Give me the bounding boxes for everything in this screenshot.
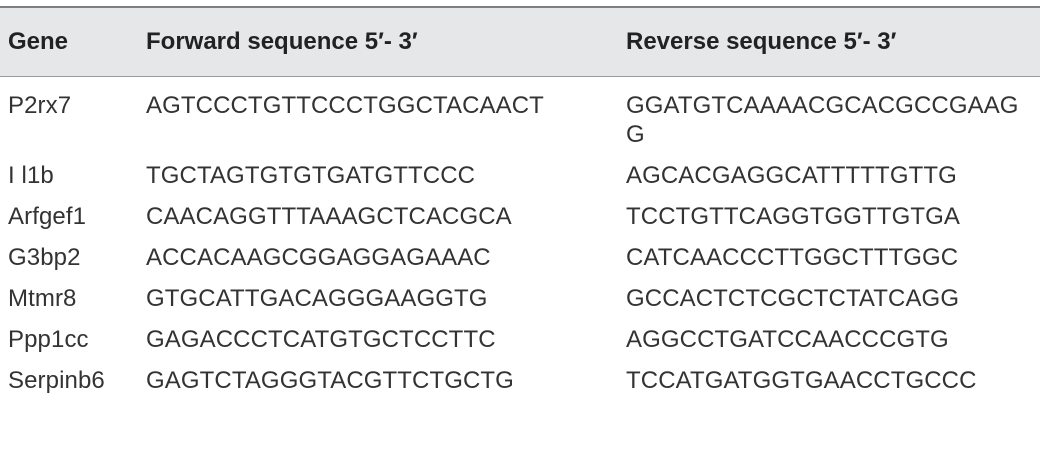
- reverse-cell: CATCAACCCTTGGCTTTGGC: [626, 244, 959, 271]
- forward-cell: CAACAGGTTTAAAGCTCACGCA: [146, 203, 512, 230]
- table-row: Mtmr8 GTGCATTGACAGGGAAGGTG GCCACTCTCGCTC…: [0, 278, 1040, 319]
- forward-cell: GAGACCCTCATGTGCTCCTTC: [146, 326, 496, 353]
- header-gene: Gene: [0, 7, 140, 77]
- gene-cell: Arfgef1: [8, 203, 87, 230]
- gene-cell: Serpinb6: [8, 367, 105, 394]
- table-row: G3bp2 ACCACAAGCGGAGGAGAAAC CATCAACCCTTGG…: [0, 237, 1040, 278]
- reverse-cell: GCCACTCTCGCTCTATCAGG: [626, 285, 960, 312]
- header-forward-sequence: Forward sequence 5′- 3′: [140, 7, 620, 77]
- table-row: Serpinb6 GAGTCTAGGGTACGTTCTGCTG TCCATGAT…: [0, 360, 1040, 401]
- table-row: Ppp1cc GAGACCCTCATGTGCTCCTTC AGGCCTGATCC…: [0, 319, 1040, 360]
- table-body: P2rx7 AGTCCCTGTTCCCTGGCTACAACT GGATGTCAA…: [0, 77, 1040, 402]
- gene-cell: Ppp1cc: [8, 326, 89, 353]
- primer-table: Gene Forward sequence 5′- 3′ Reverse seq…: [0, 6, 1040, 401]
- forward-cell: ACCACAAGCGGAGGAGAAAC: [146, 244, 491, 271]
- reverse-cell: GGATGTCAAAACGCACGCCGAAGG: [626, 92, 1019, 148]
- forward-cell: GTGCATTGACAGGGAAGGTG: [146, 285, 488, 312]
- gene-cell: Mtmr8: [8, 285, 77, 312]
- table-row: P2rx7 AGTCCCTGTTCCCTGGCTACAACT GGATGTCAA…: [0, 77, 1040, 156]
- reverse-cell: AGGCCTGATCCAACCCGTG: [626, 326, 949, 353]
- table-row: I l1b TGCTAGTGTGTGATGTTCCC AGCACGAGGCATT…: [0, 155, 1040, 196]
- reverse-cell: TCCATGATGGTGAACCTGCCC: [626, 367, 977, 394]
- header-reverse-sequence: Reverse sequence 5′- 3′: [620, 7, 1040, 77]
- gene-cell: I l1b: [8, 162, 54, 189]
- reverse-cell: AGCACGAGGCATTTTTGTTG: [626, 162, 957, 189]
- forward-cell: AGTCCCTGTTCCCTGGCTACAACT: [146, 92, 544, 119]
- table-header: Gene Forward sequence 5′- 3′ Reverse seq…: [0, 7, 1040, 77]
- forward-cell: GAGTCTAGGGTACGTTCTGCTG: [146, 367, 514, 394]
- header-row: Gene Forward sequence 5′- 3′ Reverse seq…: [0, 7, 1040, 77]
- forward-cell: TGCTAGTGTGTGATGTTCCC: [146, 162, 476, 189]
- gene-cell: P2rx7: [8, 92, 72, 119]
- gene-cell: G3bp2: [8, 244, 81, 271]
- table-row: Arfgef1 CAACAGGTTTAAAGCTCACGCA TCCTGTTCA…: [0, 196, 1040, 237]
- reverse-cell: TCCTGTTCAGGTGGTTGTGA: [626, 203, 960, 230]
